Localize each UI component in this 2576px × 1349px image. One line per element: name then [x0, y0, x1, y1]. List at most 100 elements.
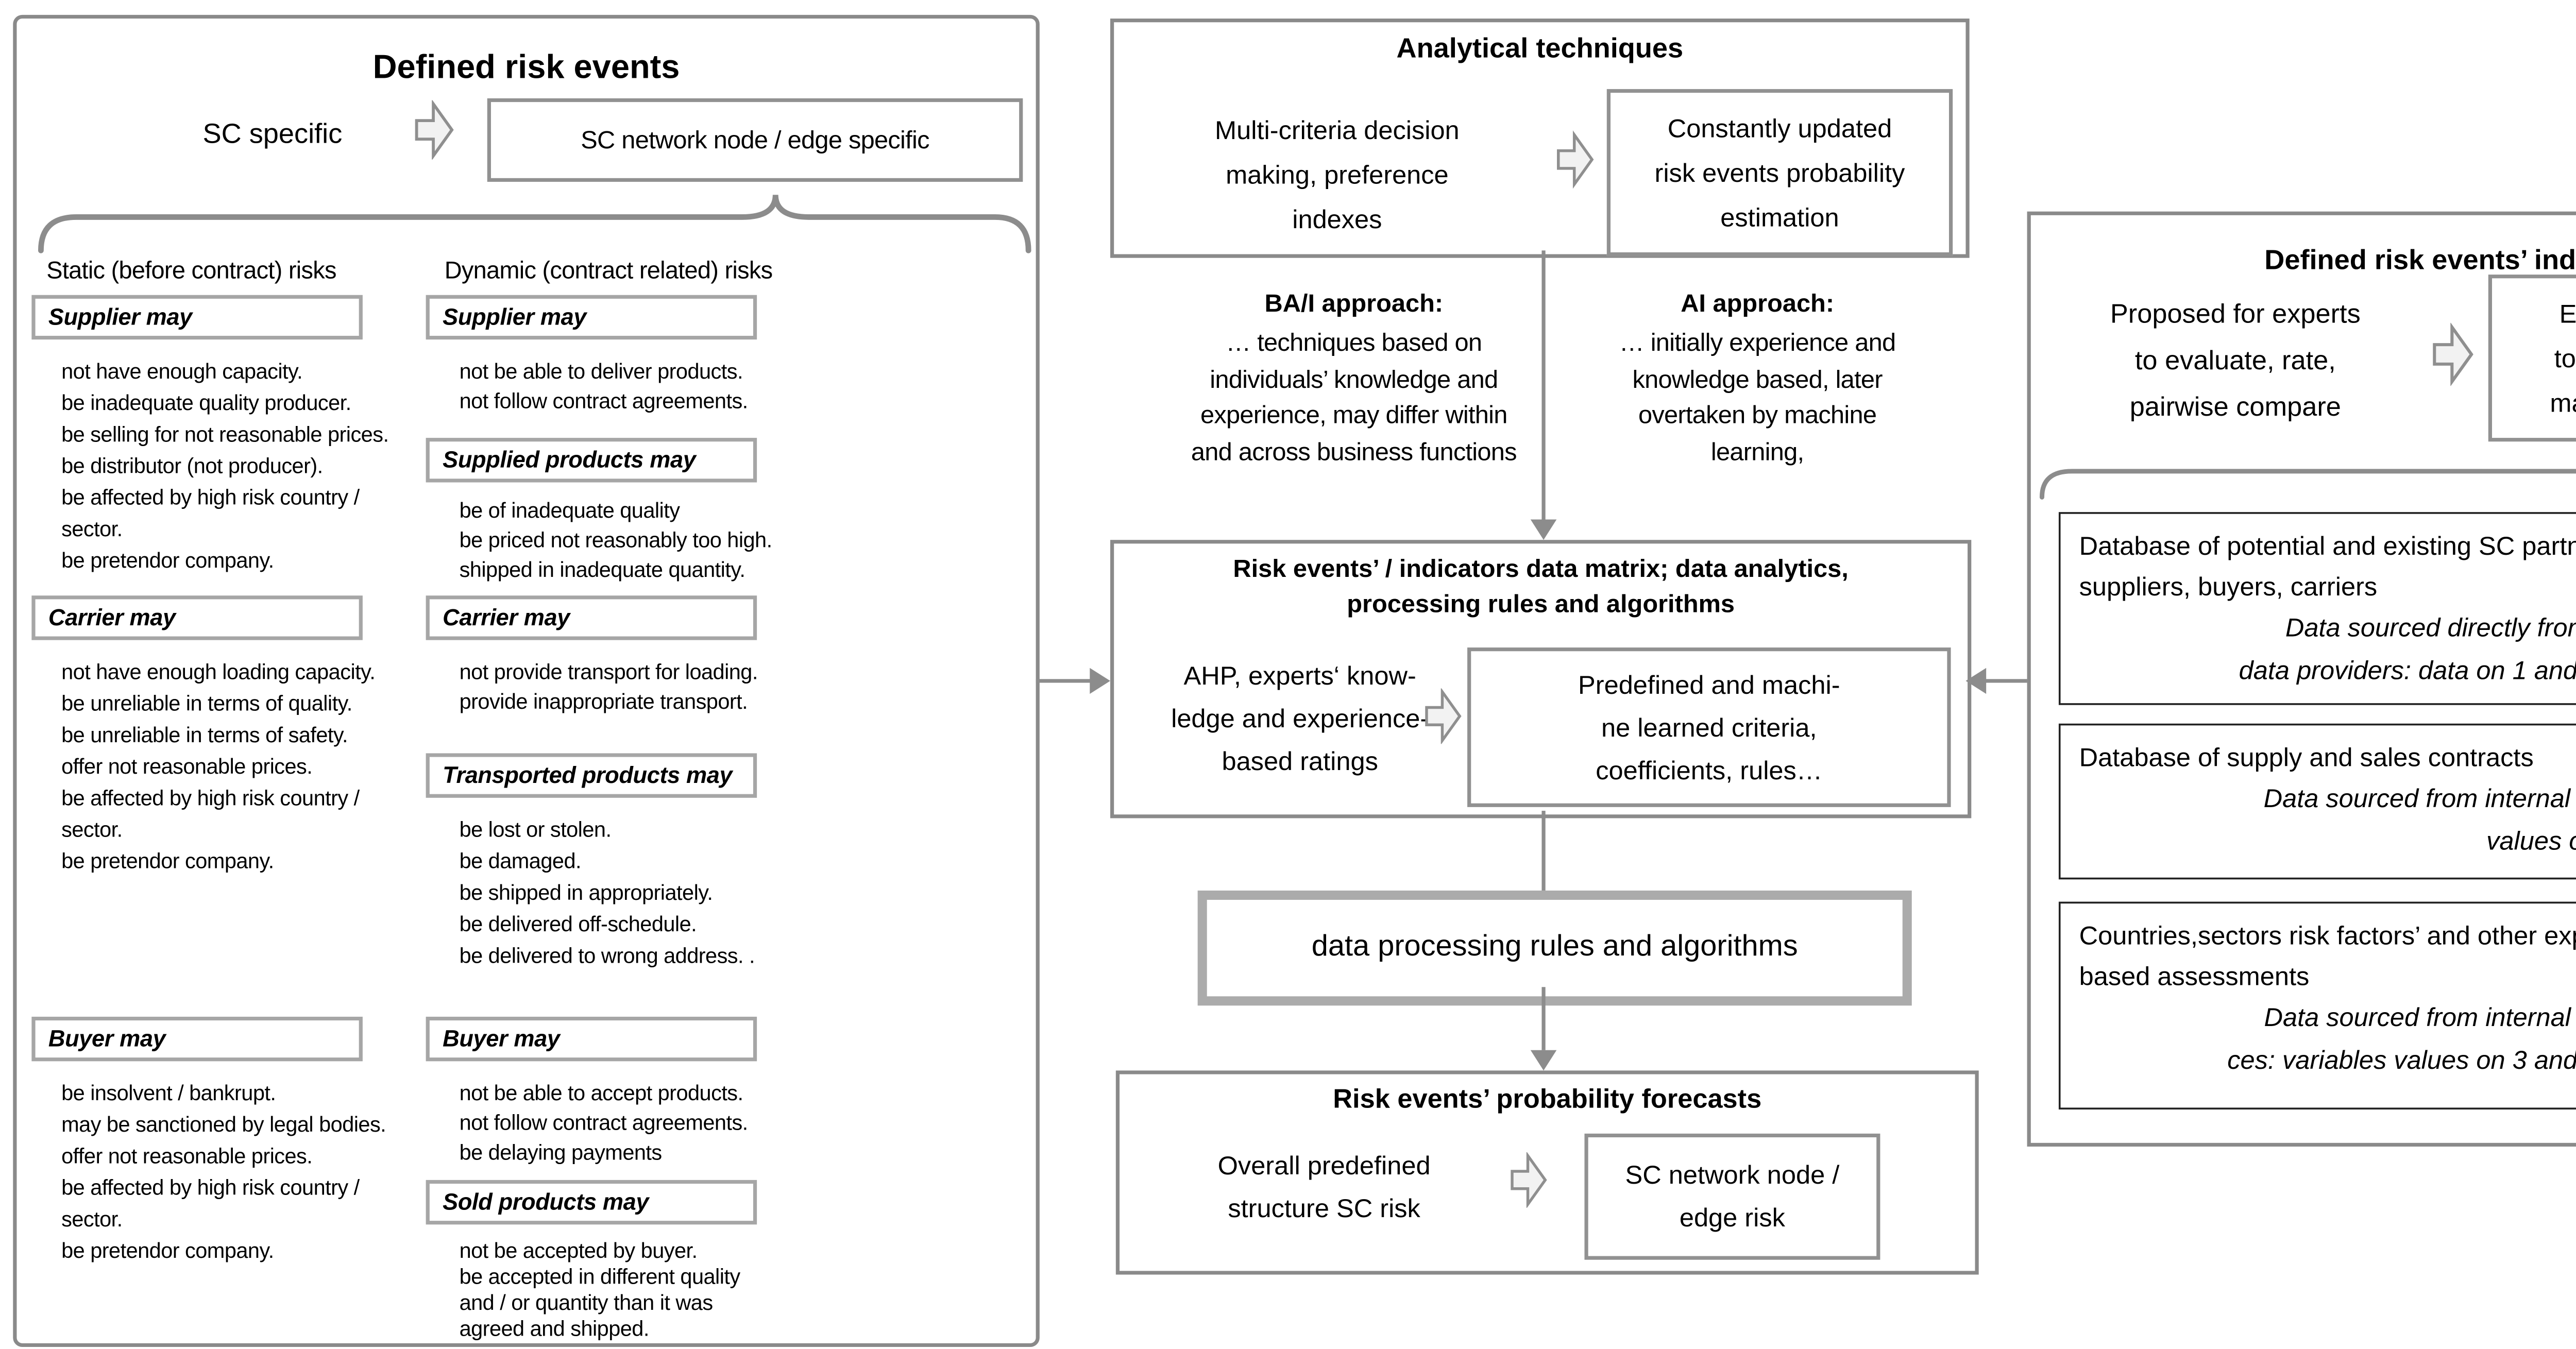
risk-item: be distributor (not producer). [61, 456, 323, 479]
block-arrow-icon [1557, 130, 1594, 189]
arrowhead-left-icon [1965, 668, 1987, 694]
ai-approach-body: … initially experience and knowledge bas… [1619, 328, 1896, 465]
arrowhead-down-icon [1530, 519, 1557, 540]
risk-matrix-box: Risk events’ / indicators data matrix; d… [1110, 540, 1972, 818]
risk-item: not follow contract agreements. [459, 391, 749, 414]
risk-item: be of inadequate quality [459, 501, 680, 523]
group-header-label: Supplied products may [443, 447, 696, 473]
database-note: Data sourced from internal and external … [2227, 1002, 2576, 1074]
matrix-title: Risk events’ / indicators data matrix; d… [1233, 554, 1849, 618]
forecasts-box: Risk events’ probability forecasts Overa… [1115, 1070, 1979, 1275]
brace-icon [2039, 469, 2576, 500]
group-header-label: Carrier may [443, 605, 570, 631]
database-note: Data sourced directly from partners or t… [2239, 612, 2576, 685]
node-edge-risk-box: SC network node / edge risk [1584, 1133, 1880, 1260]
group-header-label: Transported products may [443, 762, 733, 789]
risk-item: not have enough loading capacity. [61, 662, 376, 685]
matrix-left-text: AHP, experts‘ know- ledge and experience… [1171, 660, 1429, 776]
forecasts-title: Risk events’ probability forecasts [1333, 1085, 1762, 1115]
risk-item: offer not reasonable prices. [61, 1147, 313, 1169]
risk-item: may be sanctioned by legal bodies. [61, 1115, 386, 1138]
risk-items-buyer-dynamic: not be able to accept products. not follo… [460, 1080, 850, 1169]
risk-item: be selling for not reasonable prices. [61, 424, 389, 448]
risk-item: be inadequate quality producer. [61, 393, 351, 416]
bai-approach-body: … techniques based on individuals’ knowl… [1191, 328, 1517, 465]
risk-item: not have enough capacity. [61, 362, 303, 384]
group-header-buyer-dynamic: Buyer may [426, 1016, 757, 1062]
static-risks-header: Static (before contract) risks [46, 256, 336, 284]
data-processing-box: data processing rules and algorithms [1197, 890, 1912, 1006]
database-note: Data sourced from internal data sources:… [2263, 783, 2576, 856]
risk-item: be affected by high risk country / secto… [61, 788, 360, 843]
risk-item: be pretendor company. [61, 551, 274, 574]
group-header-label: Sold products may [443, 1189, 649, 1216]
right-panel-title: Defined risk events’ indicators [2264, 245, 2576, 277]
risk-item: be accepted in different quality and / o… [459, 1267, 741, 1342]
block-arrow-icon [1511, 1152, 1547, 1208]
risk-item: be delaying payments [459, 1142, 663, 1166]
database-title: Database of supply and sales contracts [2079, 742, 2534, 772]
risk-item: offer not reasonable prices. [61, 757, 313, 779]
risk-item: not follow contract agreements. [459, 1113, 749, 1136]
entered-in-machines-box: Entered in machines to discover statisti… [2488, 275, 2576, 442]
analytical-left-text: Multi-criteria decision making, preferen… [1215, 115, 1460, 234]
risk-items-buyer-static: be insolvent / bankrupt. may be sanctione… [61, 1080, 433, 1269]
group-header-label: Supplier may [443, 304, 587, 331]
risk-item: provide inappropriate transport. [459, 692, 748, 714]
database-contracts-box: Database of supply and sales contracts D… [2058, 723, 2576, 880]
risk-item: be damaged. [459, 851, 582, 874]
risk-items-transported-products: be lost or stolen. be damaged. be shipped … [460, 816, 850, 974]
sc-specific-label: SC specific [202, 118, 343, 150]
group-header-label: Supplier may [48, 304, 192, 331]
risk-item: not be able to accept products. [459, 1083, 743, 1106]
risk-item: be pretendor company. [61, 1241, 274, 1263]
ai-approach-title: AI approach: [1681, 289, 1835, 317]
group-header-carrier-static: Carrier may [31, 595, 363, 640]
risk-items-supplier-static: not have enough capacity. be inadequate q… [61, 358, 433, 579]
risk-item: be lost or stolen. [459, 820, 612, 843]
database-risk-factors-box: Countries,sectors risk factors’ and othe… [2058, 901, 2576, 1109]
sc-network-node-edge-box: SC network node / edge specific [487, 98, 1023, 182]
group-header-transported-products: Transported products may [426, 753, 757, 798]
risk-item: be affected by high risk country / secto… [61, 488, 360, 542]
group-header-sold-products: Sold products may [426, 1180, 757, 1225]
block-arrow-icon [415, 100, 454, 160]
database-title: Countries,sectors risk factors’ and othe… [2079, 920, 2576, 991]
database-title: Database of potential and existing SC pa… [2079, 531, 2576, 602]
defined-risk-events-panel: Defined risk events SC specific SC netwo… [13, 14, 1040, 1347]
arrow-left-panel-to-matrix [1036, 679, 1092, 683]
arrow-processing-to-forecasts [1541, 987, 1546, 1050]
risk-items-carrier-static: not have enough loading capacity. be unre… [61, 659, 433, 880]
dynamic-risks-header: Dynamic (contract related) risks [444, 256, 773, 284]
risk-item: be delivered off-schedule. [459, 914, 697, 937]
right-panel-left-text: Proposed for experts to evaluate, rate, … [2110, 300, 2361, 423]
risk-items-carrier-dynamic: not provide transport for loading. provid… [460, 659, 850, 718]
risk-item: not provide transport for loading. [459, 662, 758, 685]
group-header-label: Buyer may [443, 1026, 560, 1052]
block-arrow-icon [1425, 688, 1462, 744]
risk-item: be shipped in appropriately. [459, 883, 713, 906]
group-header-supplied-products: Supplied products may [426, 438, 757, 483]
risk-item: be unreliable in terms of quality. [61, 694, 352, 716]
analytical-title: Analytical techniques [1396, 33, 1684, 65]
bai-approach-title: BA/I approach: [1264, 289, 1444, 317]
risk-item: be insolvent / bankrupt. [61, 1083, 276, 1106]
risk-item: not be able to deliver products. [459, 362, 743, 384]
group-header-supplier-static: Supplier may [31, 295, 363, 340]
risk-items-supplier-dynamic: not be able to deliver products. not foll… [460, 358, 850, 417]
arrowhead-down-icon [1530, 1050, 1557, 1071]
left-panel-title: Defined risk events [372, 48, 680, 86]
arrowhead-right-icon [1090, 668, 1110, 694]
probability-estimation-box: Constantly updated risk events probabili… [1606, 89, 1953, 257]
group-header-label: Buyer may [48, 1026, 166, 1052]
analytical-techniques-box: Analytical techniques Multi-criteria dec… [1110, 19, 1970, 258]
predefined-criteria-box: Predefined and machi- ne learned criteri… [1467, 647, 1951, 807]
risk-item: be affected by high risk country / secto… [61, 1178, 360, 1232]
arrow-analytical-to-matrix [1541, 250, 1546, 522]
risk-indicators-panel: Defined risk events’ indicators Proposed… [2027, 211, 2576, 1147]
database-partners-box: Database of potential and existing SC pa… [2058, 512, 2576, 705]
risk-item: be unreliable in terms of safety. [61, 725, 348, 748]
risk-item: not be accepted by buyer. [459, 1241, 698, 1263]
